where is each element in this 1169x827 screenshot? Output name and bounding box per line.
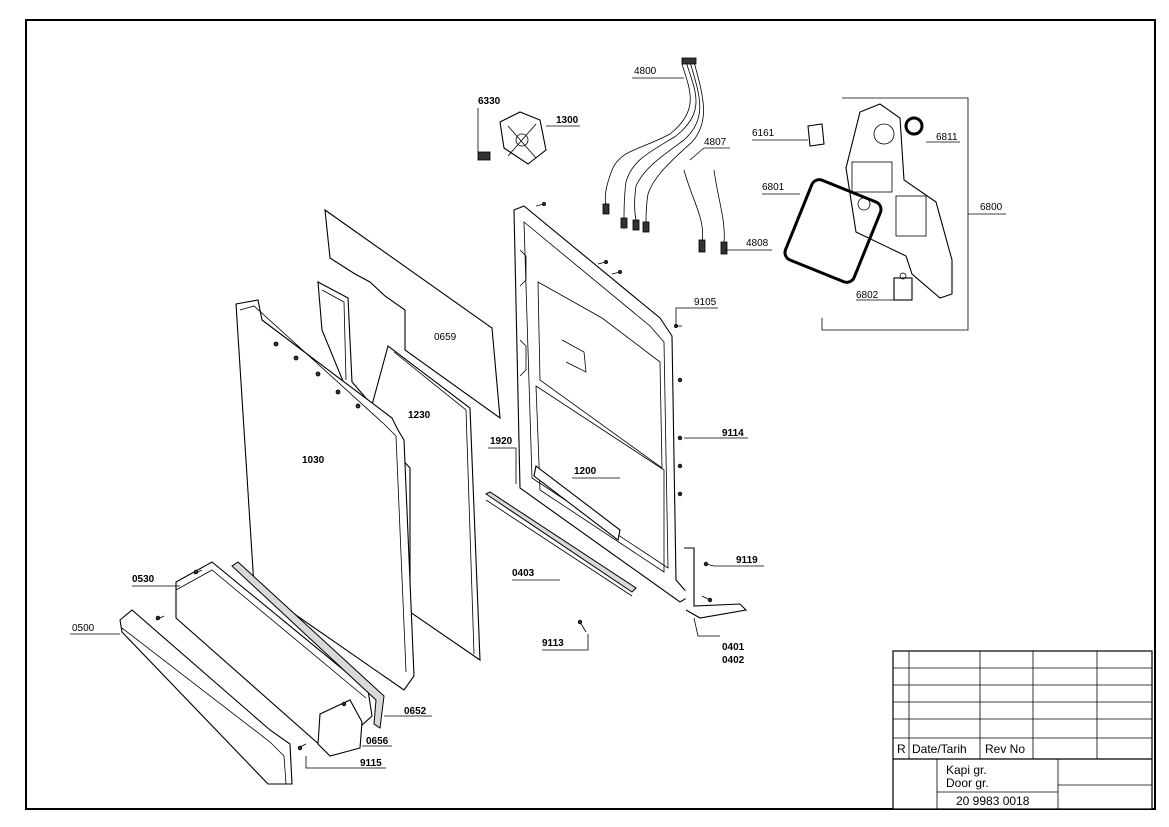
hinge-assembly-1300 — [477, 111, 547, 165]
label-1300: 1300 — [556, 115, 579, 126]
leader-lines — [70, 77, 1006, 769]
label-0401: 0401 — [722, 642, 745, 653]
insulation-panel-0659 — [324, 208, 501, 420]
screws — [155, 201, 715, 751]
door-seal-strip-0403 — [485, 491, 637, 597]
label-4807: 4807 — [704, 137, 727, 148]
label-1030: 1030 — [302, 455, 325, 466]
label-1200: 1200 — [574, 466, 597, 477]
label-9119: 9119 — [736, 555, 758, 566]
part-labels: 4800 6330 1300 4807 6161 6811 6801 6800 … — [72, 66, 1003, 769]
label-6161: 6161 — [752, 128, 775, 139]
label-1230: 1230 — [408, 410, 431, 421]
label-6330: 6330 — [478, 96, 501, 107]
label-9115: 9115 — [360, 758, 382, 769]
label-6800: 6800 — [980, 202, 1003, 213]
title-block-rev-header: Rev No — [985, 742, 1025, 756]
title-block-title-tr: Kapi gr. — [946, 763, 987, 777]
label-0530: 0530 — [132, 574, 155, 585]
title-block-drawing-number: 20 9983 0018 — [956, 794, 1030, 808]
detergent-dispenser-6800 — [783, 103, 953, 301]
label-9114: 9114 — [722, 428, 744, 439]
bottom-trim-group — [119, 561, 385, 785]
sheet-border — [25, 19, 1156, 810]
inner-door-frame-1200 — [513, 205, 748, 619]
label-1920: 1920 — [490, 436, 513, 447]
title-block: R Date/Tarih Rev No Kapi gr. Door gr. 20… — [892, 650, 1153, 810]
wiring-harness-4800 — [602, 57, 704, 233]
label-0652: 0652 — [404, 706, 427, 717]
title-block-title-en: Door gr. — [946, 776, 989, 790]
label-0656: 0656 — [366, 736, 389, 747]
label-6811: 6811 — [936, 132, 958, 143]
label-9105: 9105 — [694, 297, 717, 308]
label-4808: 4808 — [746, 238, 769, 249]
title-block-date-header: Date/Tarih — [912, 742, 967, 756]
label-0500: 0500 — [72, 623, 95, 634]
label-6801: 6801 — [762, 182, 785, 193]
outer-door-panel-1030 — [235, 299, 415, 691]
label-6802: 6802 — [856, 290, 879, 301]
cable-4808 — [683, 169, 728, 255]
label-0402: 0402 — [722, 655, 745, 666]
label-4800: 4800 — [634, 66, 657, 77]
label-0403: 0403 — [512, 568, 535, 579]
label-9113: 9113 — [542, 638, 564, 649]
title-block-rev-letter: R — [897, 742, 906, 756]
label-0659: 0659 — [434, 332, 457, 343]
